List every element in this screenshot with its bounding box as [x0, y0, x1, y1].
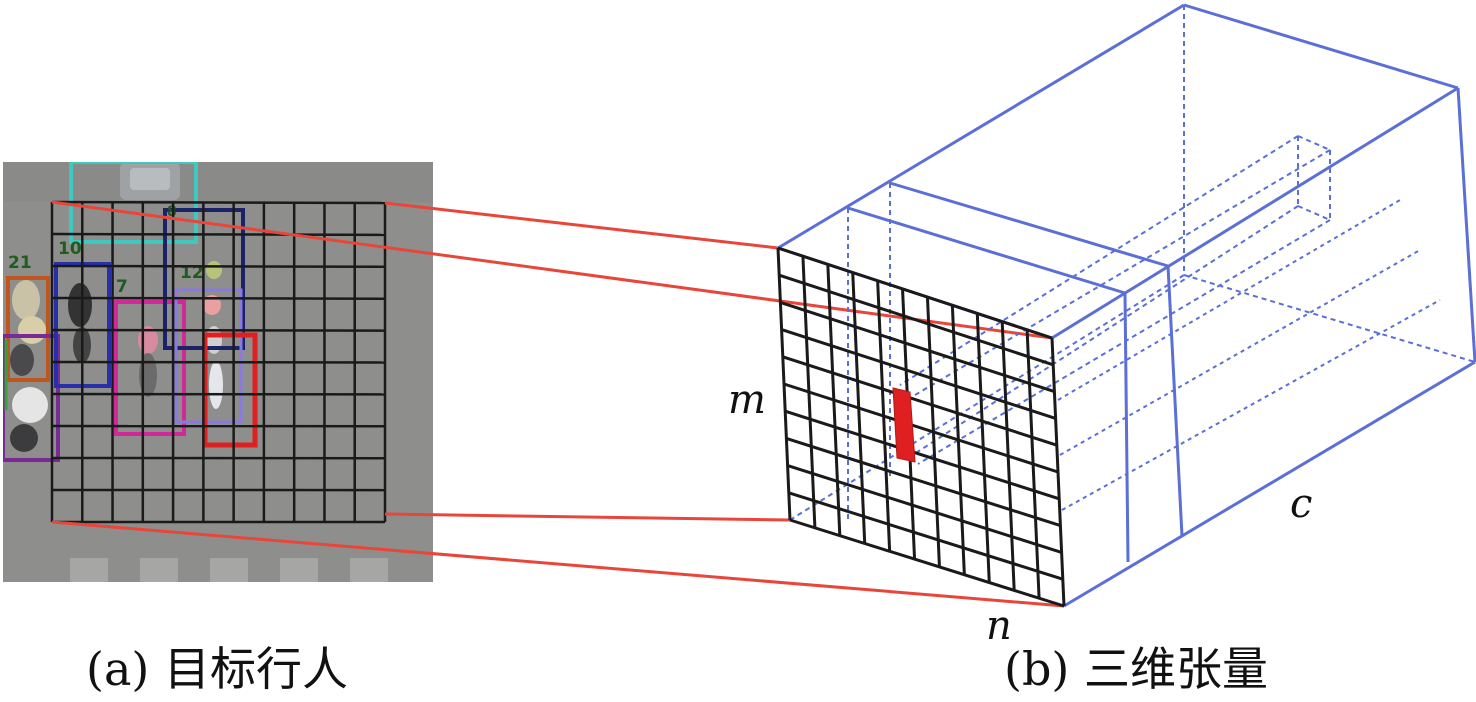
dim-label-n: n — [986, 603, 1012, 649]
bbox-purple — [3, 334, 60, 462]
tensor-grid-col-line — [950, 305, 966, 575]
tensor-grid-row-line — [782, 355, 1058, 447]
tensor-grid-col-line — [1025, 329, 1041, 599]
projection-line-2 — [384, 201, 779, 250]
id-labels: 21 10 7 12 8 — [8, 204, 204, 297]
tensor-grid-col-line — [925, 297, 941, 567]
caption-target-pedestrian: (a) 目标行人 — [86, 642, 348, 696]
tensor-grid-col-line — [801, 256, 817, 528]
photo-grid-row-line — [51, 360, 386, 364]
id-label-21: 21 — [8, 253, 32, 273]
tensor-grid-row-line — [778, 273, 1054, 367]
tensor-grid-row-line — [784, 409, 1060, 501]
id-label-12: 12 — [180, 263, 204, 283]
projection-line-3 — [51, 520, 1065, 608]
tensor-grid-row-line — [785, 436, 1061, 528]
bbox-12 — [174, 288, 243, 424]
photo-grid-row-line — [51, 296, 386, 300]
tensor-front-grid — [776, 246, 1066, 608]
photo-grid-row-line — [51, 200, 386, 205]
tensor-edge-right-back — [1456, 87, 1476, 363]
tensor-grid-col-line — [851, 272, 867, 544]
tensor-grid-col-line — [776, 247, 792, 521]
tensor-grid-row-line — [787, 464, 1063, 554]
tensor-grid-row-line — [777, 246, 1053, 340]
dim-label-c: c — [1290, 481, 1313, 527]
projection-line-4 — [384, 512, 791, 522]
tensor-grid-col-line — [876, 280, 892, 552]
tensor-edge-top-front — [777, 3, 1185, 250]
tensor-grid-row-line — [788, 491, 1064, 581]
projection-line-1 — [51, 200, 1053, 340]
bbox-21 — [6, 276, 50, 382]
tensor-hidden-edges — [789, 5, 1476, 521]
bbox-target — [202, 332, 258, 448]
caption-3d-tensor: (b) 三维张量 — [1004, 642, 1268, 696]
photo-grid — [50, 200, 387, 524]
bbox-7 — [114, 300, 186, 436]
id-label-10: 10 — [58, 239, 82, 259]
tensor-grid-row-line — [781, 328, 1057, 420]
tensor-grid-col-line — [826, 264, 842, 536]
tensor-box — [777, 3, 1476, 608]
tensor-grid-col-line — [975, 313, 991, 583]
tensor-grid-row-line — [783, 382, 1059, 474]
tensor-grid-row-line — [789, 518, 1065, 608]
tensor-edge-bottom-right — [1063, 360, 1476, 608]
tensor-grid-col-line — [1000, 321, 1016, 591]
pedestrian-photo: 21 10 7 12 8 — [3, 162, 433, 582]
photo-grid-row-line — [51, 328, 386, 332]
tensor-grid-col-line — [1050, 337, 1066, 607]
projection-lines — [51, 200, 1065, 608]
photo-grid-row-line — [51, 232, 386, 237]
target-cell-highlight — [892, 387, 916, 463]
dim-label-m: m — [728, 377, 766, 423]
photo-grid-row-line — [51, 264, 386, 269]
tensor-edge-top-right — [1051, 86, 1459, 340]
crosswalk-stripes — [70, 558, 388, 582]
tensor-grid-row-line — [779, 300, 1055, 394]
tensor-edge-top-back — [1183, 3, 1459, 90]
id-label-7: 7 — [116, 277, 128, 297]
